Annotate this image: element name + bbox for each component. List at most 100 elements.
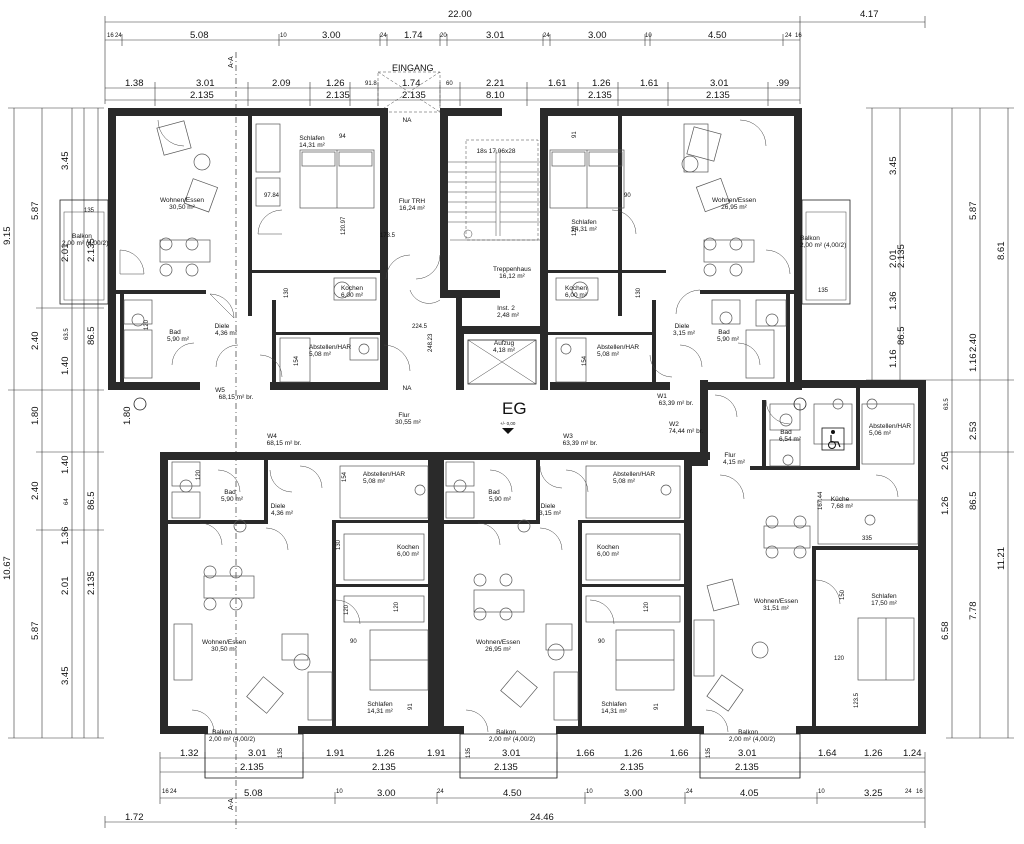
- dim-b1b-3: 2.135: [620, 762, 644, 773]
- dim-right-in-4: 1.16: [968, 354, 979, 373]
- int-dim-25: 120: [196, 469, 202, 480]
- dim-top-total: 22.00: [448, 9, 472, 20]
- dim-b1b-0: 2.135: [240, 762, 264, 773]
- dim-left-in-7: 2.01: [60, 577, 71, 596]
- w4-schlafen-label: Schlafen: [367, 701, 393, 708]
- int-dim-15: 335: [862, 536, 873, 542]
- w2-flur-label: Flur: [724, 452, 736, 459]
- int-dim-22: 120: [394, 601, 400, 612]
- level-marker-icon: [502, 428, 514, 434]
- dim-left-in-4: 1.40: [60, 456, 71, 475]
- walls: [108, 108, 926, 734]
- dim-left-mid-0: 5.87: [30, 202, 41, 221]
- svg-text:24: 24: [785, 33, 792, 39]
- w3-unit-total: 63,39 m² br.: [563, 440, 598, 447]
- inst-label: Inst. 2: [497, 305, 515, 312]
- aufzug-area: 4,18 m²: [493, 347, 516, 354]
- w4-wohnen-area: 30,50 m²: [211, 646, 237, 653]
- dim-left-flur: 1.80: [122, 407, 133, 426]
- dim-r3-11: 3.01: [710, 78, 729, 89]
- w5-unit-label: W5: [215, 387, 225, 394]
- dim-right-outer-1: 11.21: [996, 547, 1007, 570]
- dim-r3-3: 1.26: [326, 78, 345, 89]
- dim-right-in-8: 7.78: [968, 602, 979, 621]
- doors: [119, 119, 899, 733]
- w2-unit-label: W2: [669, 421, 679, 428]
- dim-b2-12: 3.25: [864, 788, 883, 799]
- int-dim-1: 97.84: [264, 193, 280, 199]
- w5-schlafen-label: Schlafen: [299, 135, 325, 142]
- w4-bad-label: Bad: [224, 489, 236, 496]
- column-right: [793, 397, 807, 411]
- dim-b1-3: 1.26: [376, 748, 395, 759]
- w1-diele-label: Diele: [675, 323, 690, 330]
- left-dimensions: 9.15 10.67 5.87 2.40 1.80 2.40 5.87 3.45…: [2, 107, 133, 739]
- dim-right-in-2: 1.36: [888, 292, 899, 311]
- int-dim-24: 154: [342, 471, 348, 482]
- int-dim-6: 130: [284, 287, 290, 298]
- floor-level: +/- 0,00: [500, 421, 516, 426]
- dim-r3-12: .99: [776, 78, 789, 89]
- interior-dimensions: 94 97.84 120.97 173.5 224.5 248.23 130 1…: [84, 131, 873, 758]
- w3-balkon-label: Balkon: [496, 729, 516, 736]
- w3-wohnen-label: Wohnen/Essen: [476, 639, 520, 646]
- wheelchair-icon: [821, 427, 845, 451]
- w1-wohnen-area: 26,95 m²: [721, 204, 747, 211]
- flur-trh-area: 16,24 m²: [399, 205, 425, 212]
- dim-left-in-5: 64: [64, 498, 70, 505]
- dim-r3-8: 1.61: [548, 78, 567, 89]
- dim-right-in2-0: 2.135: [896, 244, 907, 268]
- int-dim-32: 135: [466, 747, 472, 758]
- treppenhaus-area: 16,12 m²: [499, 273, 525, 280]
- w1-kochen-label: Kochen: [565, 285, 587, 292]
- dim-r3-9: 1.26: [592, 78, 611, 89]
- section-mark-bottom: A-A: [228, 798, 235, 810]
- w4-bad-area: 5,90 m²: [221, 496, 244, 503]
- int-dim-27: 120: [644, 601, 650, 612]
- w5-wohnen-area: 30,50 m²: [169, 204, 195, 211]
- w3-abstellen-label: Abstellen/HAR: [613, 471, 656, 478]
- section-line: A-A A-A: [228, 52, 237, 830]
- w3-abstellen-area: 5,08 m²: [613, 478, 636, 485]
- flur-area: 30,55 m²: [395, 419, 421, 426]
- dim-left-mid-3: 2.40: [30, 482, 41, 501]
- dim-right-outer-0: 8.61: [996, 242, 1007, 261]
- w5-bad-area: 5,90 m²: [167, 336, 190, 343]
- staircase: [448, 139, 540, 241]
- w4-unit-label: W4: [267, 433, 277, 440]
- w5-diele-label: Diele: [215, 323, 230, 330]
- w2-wohnen-area: 31,51 m²: [763, 605, 789, 612]
- w4-balkon-label: Balkon: [212, 729, 232, 736]
- int-dim-7: 154: [294, 355, 300, 366]
- svg-text:10: 10: [586, 789, 593, 795]
- w5-kochen-area: 6,00 m²: [341, 292, 364, 299]
- int-dim-21: 90: [350, 639, 357, 645]
- svg-text:16: 16: [916, 789, 923, 795]
- dim-b2-6: 4.50: [503, 788, 522, 799]
- dim-b1-10: 1.64: [818, 748, 837, 759]
- w3-schlafen-area: 14,31 m²: [601, 708, 627, 715]
- dim-r3-0: 1.38: [125, 78, 144, 89]
- int-dim-16: 167.44: [818, 491, 824, 510]
- int-dim-33: 135: [706, 747, 712, 758]
- w1-unit-total: 63,39 m² br.: [659, 400, 694, 407]
- elevator: [467, 339, 537, 385]
- w1-wohnen-label: Wohnen/Essen: [712, 197, 756, 204]
- dim-b1-7: 1.26: [624, 748, 643, 759]
- dim-left-mid-2: 1.80: [30, 407, 41, 426]
- int-dim-11: 120: [344, 604, 350, 615]
- w2-balkon-label: Balkon: [738, 729, 758, 736]
- int-dim-26: 90: [598, 639, 605, 645]
- dim-left-mid-4: 5.87: [30, 622, 41, 641]
- dim-top-6: 1.74: [404, 30, 423, 41]
- floor-label: EG: [502, 399, 527, 418]
- dim-left-in-3: 1.40: [60, 357, 71, 376]
- w4-unit-total: 68,15 m² br.: [267, 440, 302, 447]
- dim-left-in2-2: 86.5: [86, 492, 97, 511]
- w3-bad-label: Bad: [488, 489, 500, 496]
- dim-r3b-1: 2.135: [326, 90, 350, 101]
- dim-left-in2-1: 86.5: [86, 327, 97, 346]
- dim-right-in-5: 63.5: [944, 398, 950, 410]
- dim-r3b-3: 8.10: [486, 90, 505, 101]
